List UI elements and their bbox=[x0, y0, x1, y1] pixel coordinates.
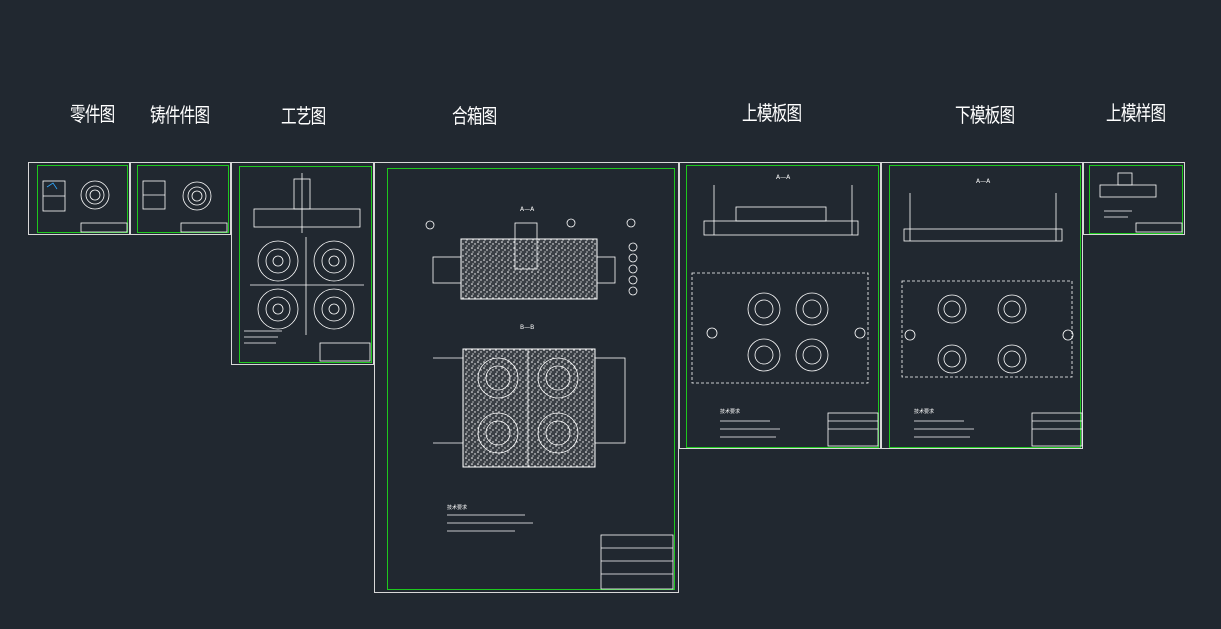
sheet-assembly[interactable]: A—A B—B 技术要求 bbox=[374, 162, 679, 593]
upper-plate-drawing-graphic: A—A 技术要求 bbox=[691, 174, 879, 447]
title-process-drawing: 工艺图 bbox=[281, 104, 326, 128]
assembly-section-aa-label: A—A bbox=[520, 206, 535, 213]
title-assembly-drawing: 合箱图 bbox=[452, 104, 497, 128]
casting-drawing-graphic bbox=[142, 180, 228, 233]
assembly-drawing-graphic: A—A B—B 技术要求 bbox=[425, 206, 674, 590]
lower-plate-drawing-graphic: A—A 技术要求 bbox=[901, 178, 1083, 447]
sheet-upper-pattern[interactable] bbox=[1083, 162, 1185, 235]
part-drawing-graphic bbox=[42, 180, 128, 233]
title-lower-plate-drawing: 下模板图 bbox=[955, 103, 1015, 127]
title-upper-pattern-drawing: 上模样图 bbox=[1106, 101, 1166, 125]
sheet-casting[interactable] bbox=[130, 162, 231, 235]
assembly-tech-req-label: 技术要求 bbox=[447, 504, 467, 511]
title-casting-drawing: 铸件件图 bbox=[150, 103, 210, 127]
lower-plate-tech-req-label: 技术要求 bbox=[914, 408, 934, 415]
sheet-part[interactable] bbox=[28, 162, 130, 235]
lower-plate-section-aa-label: A—A bbox=[976, 178, 991, 185]
title-upper-plate-drawing: 上模板图 bbox=[742, 101, 802, 125]
upper-plate-tech-req-label: 技术要求 bbox=[720, 408, 740, 415]
upper-plate-section-aa-label: A—A bbox=[776, 174, 791, 181]
sheet-lower-plate[interactable]: A—A 技术要求 bbox=[881, 162, 1083, 449]
assembly-section-bb-label: B—B bbox=[520, 324, 534, 331]
sheet-process[interactable] bbox=[231, 162, 374, 365]
process-drawing-graphic bbox=[244, 173, 371, 362]
sheet-upper-plate[interactable]: A—A 技术要求 bbox=[679, 162, 881, 449]
title-part-drawing: 零件图 bbox=[70, 102, 115, 126]
upper-pattern-drawing-graphic bbox=[1099, 172, 1183, 233]
